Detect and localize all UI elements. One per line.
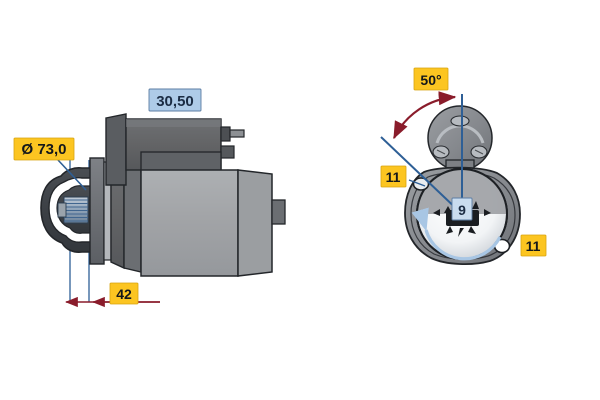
callout-diameter-73[interactable]: Ø 73,0 (13, 137, 75, 161)
callout-terminal-3050-label: 30,50 (156, 93, 194, 110)
callout-terminal-3050-bg (148, 88, 202, 112)
callout-bolt-hole-11-right-bg (520, 234, 547, 257)
callout-bolt-hole-11-right[interactable]: 11 (520, 234, 547, 257)
callout-offset-42-label: 42 (116, 286, 132, 302)
pinion-gear-assembly (57, 196, 89, 224)
end-view-angled-centerline (380, 136, 463, 215)
callout-diameter-73-label: Ø 73,0 (21, 141, 66, 158)
callout-diameter-73-bg (13, 137, 75, 161)
pinion-shaft-nose (57, 202, 67, 218)
callout-bolt-hole-11-left[interactable]: 11 (380, 165, 407, 188)
motor-barrel-rear (237, 169, 273, 277)
leader-line-diameter (57, 159, 87, 191)
callout-bolt-hole-11-left-label: 11 (386, 169, 401, 185)
callout-offset-42[interactable]: 42 (109, 282, 139, 305)
motor-body (140, 169, 286, 277)
solenoid-terminal-stud-30 (229, 129, 245, 138)
rotation-direction-arrow (411, 207, 502, 261)
solenoid-mount-neck (105, 113, 127, 186)
callout-pinion-teeth-9[interactable]: 9 (451, 197, 473, 221)
callout-bolt-hole-11-right-label: 11 (526, 238, 541, 254)
callout-angle-50-label: 50° (420, 72, 441, 88)
end-view-group (380, 91, 521, 265)
callout-angle-50[interactable]: 50° (413, 67, 449, 91)
callout-pinion-teeth-9-bg (451, 197, 473, 221)
solenoid-lower-skirt (140, 151, 222, 173)
commutator-end-cap (271, 199, 286, 225)
callout-bolt-hole-11-left-bg (380, 165, 407, 188)
motor-barrel-front (140, 169, 239, 277)
mounting-flange-plate (89, 157, 112, 265)
callout-pinion-teeth-9-label: 9 (458, 202, 466, 218)
callout-angle-50-bg (413, 67, 449, 91)
solenoid-terminal-block (220, 126, 231, 142)
side-view-group (40, 113, 286, 302)
callout-offset-42-bg (109, 282, 139, 305)
leader-line-bolt-left (408, 179, 426, 187)
callout-terminal-3050[interactable]: 30,50 (148, 88, 202, 112)
solenoid-terminal-stud-50 (220, 145, 235, 159)
solenoid-top-terminal (450, 115, 470, 127)
angle-arc-50 (393, 91, 457, 140)
